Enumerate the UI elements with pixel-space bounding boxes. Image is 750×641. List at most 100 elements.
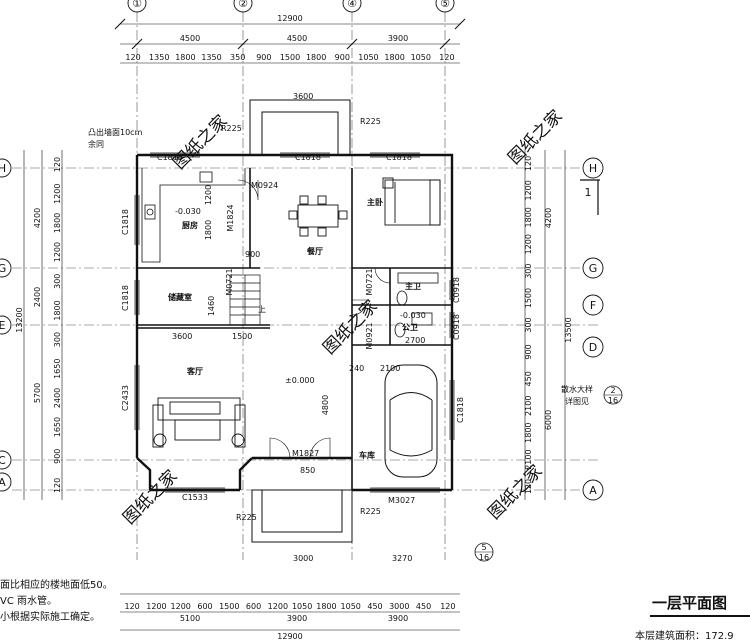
axis-bubble-5 bbox=[435, 0, 455, 13]
axis-left-a: A bbox=[0, 476, 6, 489]
room-storage: 储藏室 bbox=[167, 292, 192, 302]
room-master-bath: 主卫 bbox=[405, 281, 421, 291]
axis-right-g: G bbox=[589, 262, 598, 275]
label-c1818-storage: C1818 bbox=[121, 285, 130, 311]
label-dim-2100: 2100 bbox=[380, 364, 400, 373]
label-level-kitchen: -0.030 bbox=[175, 207, 201, 216]
label-r225-b: R225 bbox=[360, 117, 381, 126]
label-c2433: C2433 bbox=[121, 385, 130, 411]
label-r225-c: R225 bbox=[236, 513, 257, 522]
right-dim-seg-2: 6000 bbox=[544, 410, 553, 430]
label-c1818-c: C1818 bbox=[386, 153, 412, 162]
toilet-master bbox=[396, 290, 408, 306]
label-c1818-b: C1818 bbox=[295, 153, 321, 162]
label-m0721-b: M0721 bbox=[365, 268, 374, 295]
label-m1827: M1827 bbox=[292, 449, 319, 458]
top-dim-total: 12900 bbox=[277, 14, 302, 23]
right_dims-0: 120 bbox=[524, 156, 533, 171]
right_dims-11: 2100 bbox=[524, 449, 533, 469]
note-detail: 详图见 bbox=[565, 396, 589, 406]
bottom_dims-4: 1500 bbox=[219, 602, 239, 611]
axis-left-c: C bbox=[0, 454, 6, 467]
top_dims-11: 1050 bbox=[411, 53, 431, 62]
double-bed bbox=[382, 177, 441, 226]
label-dim-1800-k: 1800 bbox=[204, 220, 213, 240]
watermark-5: 图纸之家 bbox=[484, 461, 546, 523]
left_dims-9: 1650 bbox=[53, 417, 62, 437]
drawing-title: 一层平面图 bbox=[652, 594, 727, 612]
label-dim-1200-k: 1200 bbox=[204, 185, 213, 205]
top-dim-seg-1: 4500 bbox=[180, 34, 200, 43]
front-canopy bbox=[249, 99, 351, 156]
label-dim-240: 240 bbox=[349, 364, 364, 373]
note-line-3: 小根据实际施工确定。 bbox=[0, 610, 100, 623]
axis-right-h: H bbox=[589, 162, 597, 175]
callout-top: 2 bbox=[610, 386, 615, 395]
bottom_dims-8: 1800 bbox=[316, 602, 336, 611]
callout2-bottom: 16 bbox=[479, 553, 489, 562]
label-dim-1500-living: 1500 bbox=[232, 332, 252, 341]
axis-bubble-2 bbox=[233, 0, 253, 13]
right_dims-5: 1500 bbox=[524, 288, 533, 308]
room-garage: 车库 bbox=[359, 450, 375, 460]
right_dims-6: 300 bbox=[524, 317, 533, 332]
right_dims-8: 450 bbox=[524, 371, 533, 386]
sofa-set bbox=[152, 397, 246, 448]
left_dims-11: 120 bbox=[53, 478, 62, 493]
top_dims-12: 120 bbox=[439, 53, 454, 62]
label-dim-2700: 2700 bbox=[405, 336, 425, 345]
right-detail-dims: 1201200180012003001500300900450210018002… bbox=[524, 156, 533, 494]
label-dim-900-k: 900 bbox=[245, 250, 260, 259]
note-line-1: 面比相应的楼地面低50。 bbox=[0, 578, 113, 591]
axis-right-d: D bbox=[589, 341, 597, 354]
left_dims-6: 300 bbox=[53, 332, 62, 347]
top_dims-4: 350 bbox=[230, 53, 245, 62]
axis-left-h: H bbox=[0, 162, 6, 175]
right-dim-seg-1: 4200 bbox=[544, 208, 553, 228]
top_dims-0: 120 bbox=[125, 53, 140, 62]
right_dims-12: 120 bbox=[524, 479, 533, 494]
label-m0921: M0921 bbox=[365, 322, 374, 349]
room-master: 主卧 bbox=[367, 197, 383, 207]
bottom_dims-7: 1050 bbox=[292, 602, 312, 611]
label-dim-4800: 4800 bbox=[321, 395, 330, 415]
bottom_dims-1: 1200 bbox=[146, 602, 166, 611]
top-dim-seg-2: 4500 bbox=[287, 34, 307, 43]
label-dim-3270: 3270 bbox=[392, 554, 412, 563]
left_dims-0: 120 bbox=[53, 157, 62, 172]
label-level-main: ±0.000 bbox=[285, 376, 315, 385]
axis-bubble-4 bbox=[342, 0, 362, 13]
label-r225-d: R225 bbox=[360, 507, 381, 516]
bottom-dim-seg-3: 3900 bbox=[388, 614, 408, 623]
top_dims-3: 1350 bbox=[201, 53, 221, 62]
toilet-public bbox=[394, 322, 406, 338]
dining-table bbox=[288, 195, 348, 237]
right_dims-3: 1200 bbox=[524, 234, 533, 254]
label-c0918-a: C0918 bbox=[452, 277, 461, 303]
room-public-bath: 公卫 bbox=[402, 323, 418, 332]
bottom_dims-2: 1200 bbox=[171, 602, 191, 611]
note-stair: 散水大样 bbox=[561, 384, 593, 394]
left-dim-seg-2: 2400 bbox=[33, 287, 42, 307]
bottom_dims-10: 450 bbox=[367, 602, 382, 611]
left_dims-5: 1800 bbox=[53, 300, 62, 320]
label-r225-a: R225 bbox=[221, 124, 242, 133]
label-c1818-kitchen: C1818 bbox=[121, 209, 130, 235]
right-dim-total: 13500 bbox=[564, 317, 573, 342]
axis-left-g: G bbox=[0, 262, 6, 275]
label-c1818-garage: C1818 bbox=[456, 397, 465, 423]
bottom-dim-total: 12900 bbox=[277, 632, 302, 641]
bottom_dims-12: 450 bbox=[416, 602, 431, 611]
axis-bubble-1 bbox=[127, 0, 147, 13]
label-m1824: M1824 bbox=[226, 204, 235, 231]
left-dim-seg-3: 5700 bbox=[33, 383, 42, 403]
label-c0918-b: C0918 bbox=[452, 314, 461, 340]
top_dims-8: 900 bbox=[335, 53, 350, 62]
bottom_dims-0: 120 bbox=[125, 602, 140, 611]
left_dims-4: 300 bbox=[53, 274, 62, 289]
label-stair-up: 上 bbox=[258, 305, 266, 314]
top_dims-2: 1800 bbox=[175, 53, 195, 62]
